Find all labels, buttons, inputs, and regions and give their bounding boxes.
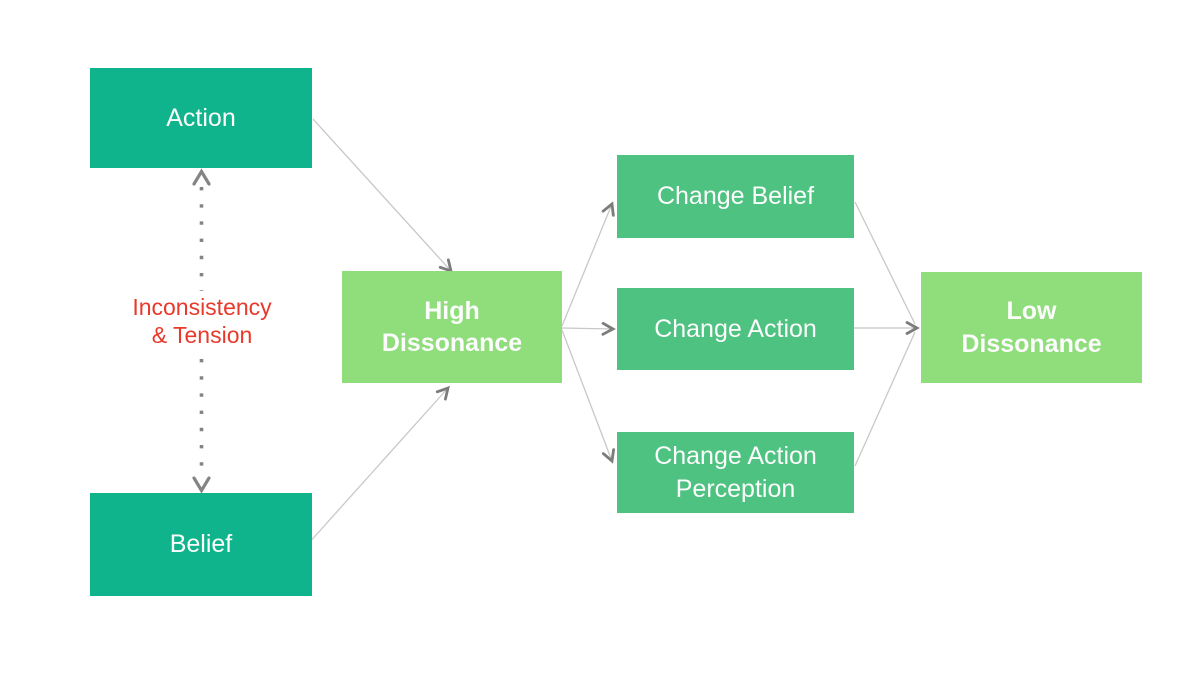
arrow-high-dissonance-to-change-action (561, 321, 616, 336)
line-change-belief-to-low-dissonance (854, 201, 916, 325)
node-action-label: Action (166, 103, 236, 132)
arrow-high-dissonance-to-change-belief (561, 201, 615, 327)
arrow-high-dissonance-to-change-action-perception (561, 329, 615, 464)
node-change-action-label: Change Action (654, 314, 817, 343)
node-low-dissonance-label: Low Dissonance (961, 297, 1102, 358)
node-change-belief: Change Belief (617, 155, 854, 238)
node-belief-label: Belief (169, 530, 233, 559)
chevron-up-icon (192, 168, 211, 186)
node-high-dissonance-label: High Dissonance (381, 296, 523, 358)
node-action: Action (90, 68, 312, 168)
node-high-dissonance: High Dissonance (342, 271, 562, 383)
node-low-dissonance: Low Dissonance (921, 272, 1142, 383)
node-change-belief-label: Change Belief (656, 182, 815, 211)
arrow-belief-to-high-dissonance (307, 385, 450, 545)
tension-annotation-line1: Inconsistency (132, 294, 272, 320)
tension-annotation: Inconsistency & Tension (110, 291, 294, 354)
node-belief: Belief (90, 493, 312, 596)
node-change-action-perception: Change Action Perception (617, 432, 854, 513)
chevron-down-icon (192, 476, 211, 494)
arrow-action-to-high-dissonance (312, 118, 453, 274)
node-change-action-perception-label: Change Action Perception (654, 442, 817, 503)
tension-annotation-line2: & Tension (151, 322, 253, 349)
line-change-action-perception-to-low-dissonance (854, 331, 916, 467)
node-change-action: Change Action (617, 288, 854, 370)
dotted-tension-connector (192, 168, 211, 494)
